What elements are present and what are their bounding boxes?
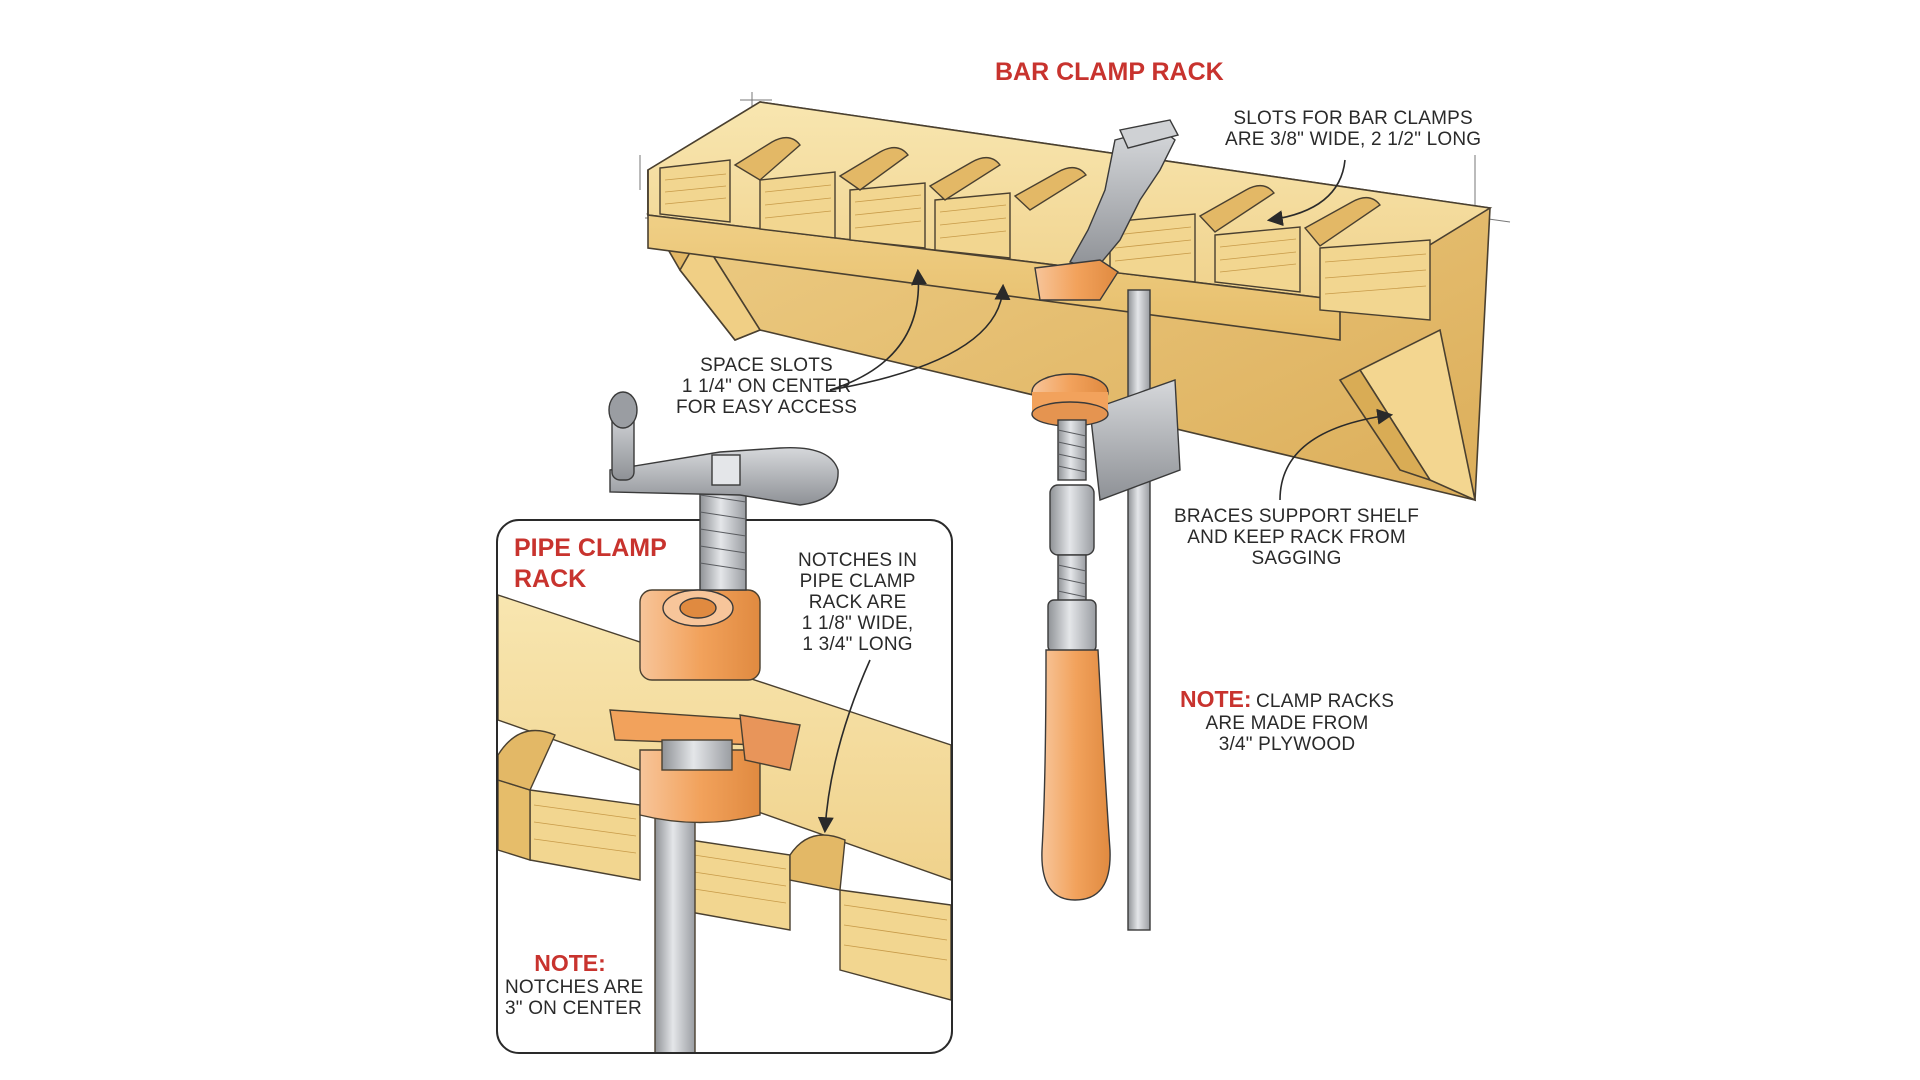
bar-clamp [1031,119,1181,931]
slots-for-bar-clamps-callout: SLOTS FOR BAR CLAMPS ARE 3/8" WIDE, 2 1/… [1225,108,1482,150]
bar-clamp-rack-shelf [639,92,1511,502]
leader-lines [817,159,1394,834]
clamp-racks-note: NOTE: CLAMP RACKS ARE MADE FROM 3/4" PLY… [1180,686,1394,755]
bar-clamp-rack-title: BAR CLAMP RACK [995,58,1224,86]
notches-center-note-text: NOTCHES ARE 3" ON CENTER [505,977,644,1019]
braces-support-callout: BRACES SUPPORT SHELF AND KEEP RACK FROM … [1174,506,1420,569]
notches-center-note: NOTE: NOTCHES ARE 3" ON CENTER [505,950,644,1019]
notches-in-pipe-clamp-callout: NOTCHES IN PIPE CLAMP RACK ARE 1 1/8" WI… [798,550,918,655]
pipe-clamp-rack-title: PIPE CLAMP RACK [514,534,667,593]
note-key: NOTE: [1180,686,1252,712]
clamp-racks-note-text: CLAMP RACKS ARE MADE FROM 3/4" PLYWOOD [1205,691,1395,755]
pipe-clamp-rack-inset [496,391,953,1054]
space-slots-callout: SPACE SLOTS 1 1/4" ON CENTER FOR EASY AC… [676,355,858,418]
note-key: NOTE: [534,950,606,976]
